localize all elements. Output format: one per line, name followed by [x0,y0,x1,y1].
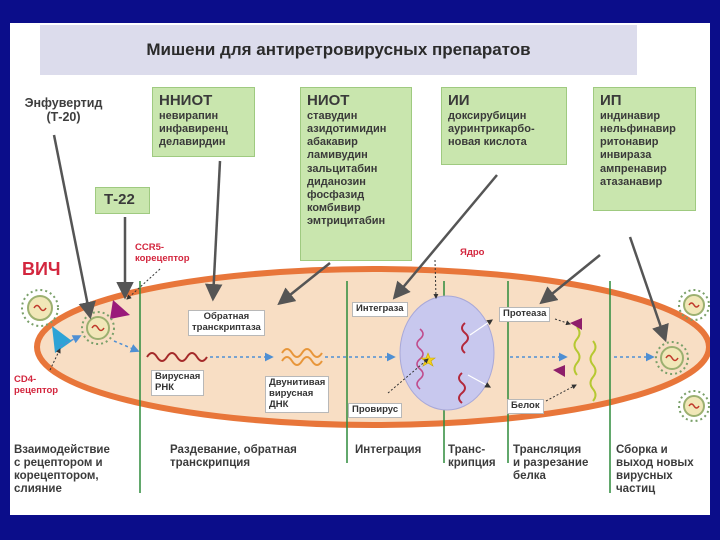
arrow-nniot [204,160,223,302]
arrow-ip-protease [539,254,601,305]
nniot-drug: делавирдин [159,136,226,149]
hiv-label: ВИЧ [22,259,61,279]
nniot-head: ННИОТ [159,92,213,109]
virion-released-top [678,289,710,321]
stage-assembly: Сборка и выход новых вирусных частиц [616,444,694,496]
nucleus [399,295,495,411]
niot-drug: абакавир [307,136,358,149]
protease-label: Протеаза [499,307,551,322]
nniot-box: ННИОТ невирапин инфавиренц делавирдин [152,87,255,157]
niot-drug: азидотимидин [307,122,387,135]
ii-box: ИИ доксирубицин ауринтрикарбо- новая кис… [441,87,567,165]
slide: Мишени для антиретровирусных препаратов … [10,23,710,515]
niot-box: НИОТ ставудин азидотимидин абакавир лами… [300,87,412,261]
arrow-enfuvirtide [52,134,96,320]
arrow-ii [392,174,498,300]
arrow-ip-assembly [628,236,669,343]
t22-label: Т-22 [104,191,135,208]
provirus-label: Провирус [348,403,403,418]
cd4-receptor-shape [52,326,72,353]
protease-mark-2 [553,365,565,377]
protein-wave-2 [589,340,597,402]
virion-budding [655,341,689,375]
stage-fusion: Взаимодействие с рецептором и корецептор… [14,444,110,496]
ip-drug: инвираза [600,149,652,162]
viral-dna-wave-1 [281,348,323,358]
virion-released-bottom [678,390,710,422]
ip-drug: ритонавир [600,136,659,149]
niot-drug: эмтрицитабин [307,215,386,228]
niot-drug: комбивир [307,202,361,215]
ip-drug: атазанавир [600,175,663,188]
integrated-dna [416,328,424,390]
enfuvirtide-label: Энфувертид (Т-20) [24,96,103,124]
ccr5-label: CCR5- корецептор [135,242,190,264]
arrow-niot [277,262,331,306]
niot-drug: зальцитабин [307,162,378,175]
stage-translation: Трансляция и разрезание белка [513,444,589,483]
niot-head: НИОТ [307,92,350,109]
ii-drug: доксирубицин [448,109,527,122]
nucleus-label: Ядро [460,247,485,258]
nucleus-rna-bottom [458,372,466,404]
integrase-label: Интеграза [352,302,408,317]
viral-dna-wave-2 [281,356,323,366]
nucleus-rna-top [461,322,469,354]
protein-wave-1 [573,326,581,376]
ccr5-coreceptor-shape [110,300,130,319]
stage-reverse-transcription: Раздевание, обратная транскрипция [170,444,297,470]
t22-box: Т-22 [95,187,150,214]
virion-entering [21,289,59,327]
ip-drug: ампренавир [600,162,667,175]
ds-dna-label: Двунитивая вирусная ДНК [265,376,330,413]
reverse-transcriptase-label: Обратная транскриптаза [188,310,265,336]
virion-fusing [81,311,115,345]
ip-drug: индинавир [600,109,661,122]
niot-drug: фосфазид [307,188,365,201]
ii-drug: новая кислота [448,136,527,149]
viral-rna-wave [146,352,208,362]
cell-membrane [34,266,710,428]
cd4-label: CD4- рецептор [14,374,59,396]
stage-integration: Интеграция [355,444,422,456]
ii-head: ИИ [448,92,470,109]
viral-rna-label: Вирусная РНК [151,370,205,396]
stage-transcription: Транс- крипция [448,444,496,470]
nniot-drug: невирапин [159,109,219,122]
niot-drug: ламивудин [307,149,368,162]
ii-drug: ауринтрикарбо- [448,122,535,135]
slide-title: Мишени для антиретровирусных препаратов [40,25,637,75]
ip-drug: нельфинавир [600,122,676,135]
niot-drug: ставудин [307,109,358,122]
ip-box: ИП индинавир нельфинавир ритонавир инвир… [593,87,696,211]
protease-mark-1 [570,318,582,330]
protein-label: Белок [507,399,544,414]
ip-head: ИП [600,92,622,109]
nniot-drug: инфавиренц [159,122,228,135]
niot-drug: диданозин [307,175,366,188]
